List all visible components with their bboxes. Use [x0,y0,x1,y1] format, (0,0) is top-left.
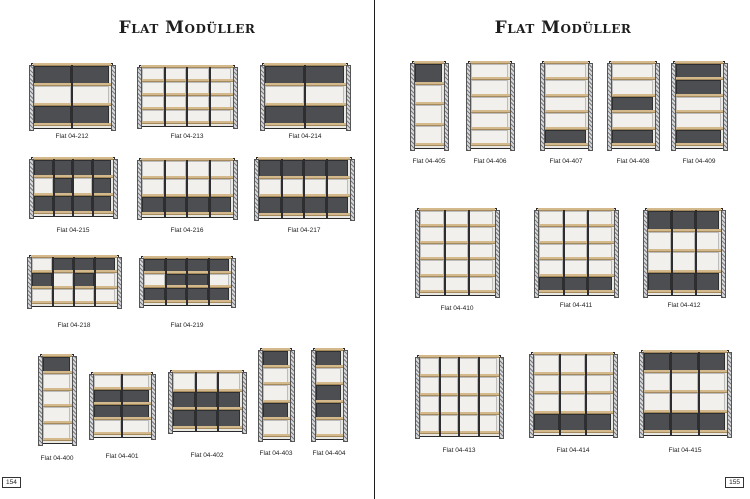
shelving-unit-image [638,350,732,440]
page-title: Flat Modüller [494,18,632,38]
shelving-unit-image [259,63,351,133]
product-code: Flat 04-407 [549,158,583,165]
product-code: Flat 04-406 [473,158,507,165]
product-item: Flat 04-215 [28,157,118,237]
product-code: Flat 04-415 [668,447,702,454]
shelving-unit-image [414,208,500,300]
shelving-unit-image [253,157,355,223]
page-number: 154 [2,477,21,488]
product-item: Flat 04-414 [528,352,618,457]
product-item: Flat 04-410 [414,208,500,315]
product-item: Flat 04-412 [642,208,726,312]
product-code: Flat 04-217 [287,227,321,234]
shelving-unit-image [606,61,660,153]
product-code: Flat 04-414 [556,447,590,454]
shelving-unit-image [642,208,726,300]
product-code: Flat 04-409 [682,158,716,165]
shelving-unit-image [257,348,295,444]
product-item: Flat 04-415 [638,350,732,457]
shelving-unit-image [539,61,593,153]
product-item: Flat 04-217 [253,157,355,237]
product-item: Flat 04-214 [259,63,351,143]
shelving-unit-image [533,208,619,300]
shelving-unit-image [465,61,515,153]
product-item: Flat 04-407 [539,61,593,168]
product-code: Flat 04-214 [288,133,322,140]
shelving-unit-image [310,348,348,444]
product-item: Flat 04-408 [606,61,660,168]
product-code: Flat 04-400 [40,455,74,462]
product-code: Flat 04-216 [170,227,204,234]
product-item: Flat 04-401 [88,372,156,463]
shelving-unit-image [28,63,116,133]
product-item: Flat 04-411 [533,208,619,312]
product-item: Flat 04-403 [257,348,295,460]
product-item: Flat 04-400 [37,354,77,465]
product-item: Flat 04-213 [136,65,238,143]
shelving-unit-image [88,372,156,442]
shelving-unit-image [37,354,77,448]
product-item: Flat 04-409 [670,61,728,168]
shelving-unit-image [167,370,247,436]
shelving-unit-image [138,256,236,310]
shelving-unit-image [136,158,238,222]
page-number: 155 [725,477,744,488]
product-item: Flat 04-402 [167,370,247,462]
shelving-unit-image [670,61,728,153]
product-item: Flat 04-218 [26,255,122,332]
product-code: Flat 04-411 [559,302,593,309]
product-code: Flat 04-212 [55,133,89,140]
product-code: Flat 04-219 [170,322,204,329]
product-code: Flat 04-213 [170,133,204,140]
product-code: Flat 04-218 [57,322,91,329]
product-code: Flat 04-401 [105,453,139,460]
product-code: Flat 04-413 [442,447,476,454]
product-code: Flat 04-404 [312,450,346,457]
product-item: Flat 04-212 [28,63,116,143]
product-item: Flat 04-405 [409,61,449,168]
product-item: Flat 04-219 [138,256,236,332]
page-title: Flat Modüller [118,18,256,38]
product-code: Flat 04-405 [412,158,446,165]
shelving-unit-image [28,157,118,221]
shelving-unit-image [414,355,504,441]
shelving-unit-image [409,61,449,153]
shelving-unit-image [26,255,122,311]
shelving-unit-image [528,352,618,440]
product-code: Flat 04-215 [56,227,90,234]
product-item: Flat 04-406 [465,61,515,168]
product-code: Flat 04-402 [190,452,224,459]
product-code: Flat 04-412 [667,302,701,309]
product-code: Flat 04-410 [440,305,474,312]
page-divider [374,0,375,499]
product-item: Flat 04-216 [136,158,238,237]
product-item: Flat 04-404 [310,348,348,460]
product-code: Flat 04-408 [616,158,650,165]
product-code: Flat 04-403 [259,450,293,457]
shelving-unit-image [136,65,238,131]
product-item: Flat 04-413 [414,355,504,457]
